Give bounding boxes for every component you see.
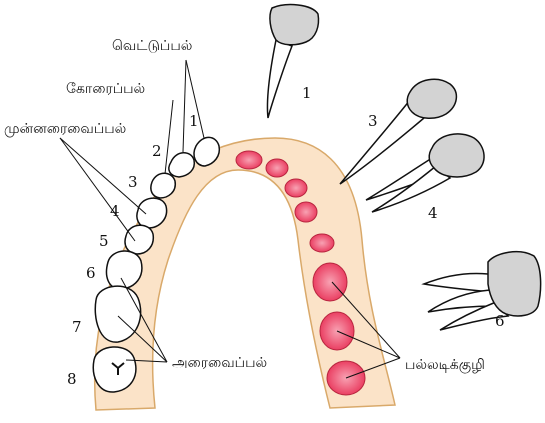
arch-number-8: 8: [67, 372, 77, 387]
tooth-3-canine: [151, 173, 175, 198]
detached-number-3: 3: [368, 114, 378, 129]
arch-number-5: 5: [99, 234, 109, 249]
premolar-label: முன்னரைவைப்பல்: [4, 122, 126, 136]
arch-number-2: 2: [152, 144, 162, 159]
socket-2: [266, 159, 288, 177]
detached-number-6: 6: [495, 314, 505, 329]
arch-number-6: 6: [86, 266, 96, 281]
socket-3: [285, 179, 307, 197]
socket-1: [236, 151, 262, 169]
socket-6: [313, 263, 347, 301]
incisor-label: வெட்டுப்பல்: [112, 39, 192, 53]
socket-5: [310, 234, 334, 252]
arch-number-1: 1: [189, 114, 199, 129]
canine-label: கோரைப்பல்: [66, 82, 145, 96]
arch-number-3: 3: [128, 175, 138, 190]
arch-number-4: 4: [110, 204, 120, 219]
socket-4: [295, 202, 317, 222]
tooth-5-premolar: [125, 225, 153, 254]
detached-tooth-6: [424, 252, 541, 330]
tooth-8-molar: [93, 347, 136, 392]
arch-number-7: 7: [72, 320, 82, 335]
socket-label: பல்லடிக்குழி: [405, 358, 485, 372]
detached-number-1: 1: [302, 86, 312, 101]
molar-label: அரைவைப்பல்: [172, 356, 267, 370]
tooth-7-molar: [95, 286, 140, 342]
detached-number-4: 4: [428, 206, 438, 221]
